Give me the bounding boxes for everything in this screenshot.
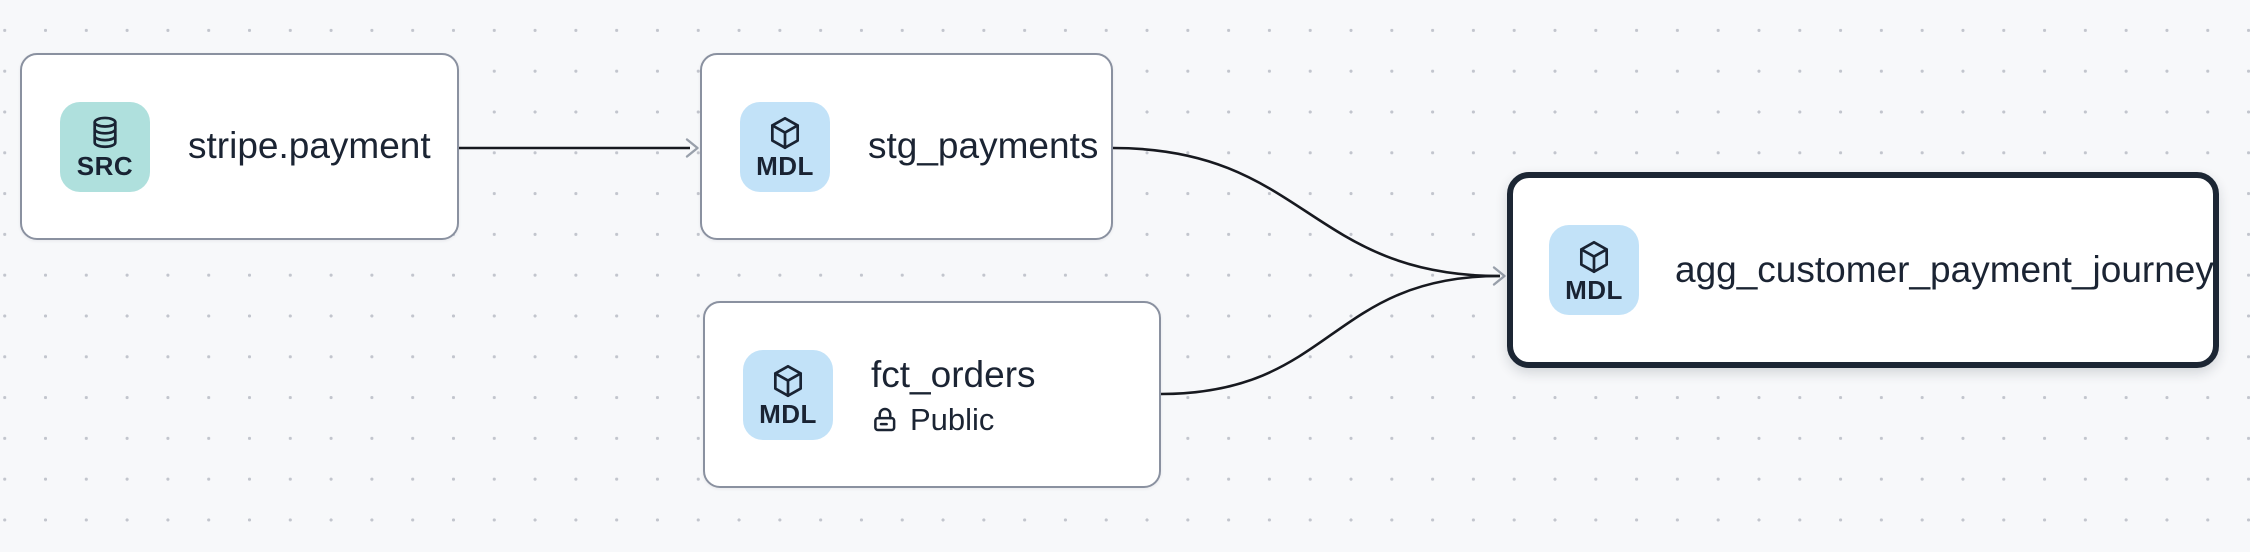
badge-label: MDL bbox=[756, 151, 814, 181]
edge-stg-payments-to-agg-customer-payment-journey[interactable] bbox=[1112, 146, 1501, 278]
source-badge: SRC bbox=[60, 101, 150, 192]
arrowhead-icon bbox=[1492, 266, 1506, 286]
node-stg-payments[interactable]: MDL stg_payments bbox=[700, 53, 1113, 240]
cube-icon bbox=[770, 116, 800, 150]
node-title: stripe.payment bbox=[188, 125, 431, 167]
node-title: stg_payments bbox=[868, 125, 1099, 167]
cube-icon bbox=[773, 364, 803, 398]
node-stripe-payment[interactable]: SRC stripe.payment bbox=[20, 53, 459, 240]
edge-fct-orders-to-agg-customer-payment-journey[interactable] bbox=[1160, 274, 1501, 396]
model-badge: MDL bbox=[1549, 225, 1639, 315]
badge-label: MDL bbox=[759, 399, 817, 429]
node-agg-customer-payment-journey[interactable]: MDL agg_customer_payment_journey bbox=[1507, 172, 2219, 368]
cube-icon bbox=[1579, 240, 1609, 273]
badge-label: MDL bbox=[1565, 274, 1623, 305]
model-badge: MDL bbox=[743, 349, 833, 440]
arrowhead-icon bbox=[685, 138, 699, 158]
model-badge: MDL bbox=[740, 101, 830, 192]
node-title: agg_customer_payment_journey bbox=[1675, 248, 2214, 290]
badge-label: SRC bbox=[76, 151, 134, 181]
access-label: Public bbox=[910, 402, 995, 438]
lock-open-icon bbox=[874, 407, 896, 432]
node-text: fct_orders Public bbox=[871, 354, 1036, 436]
node-title: fct_orders bbox=[871, 353, 1036, 395]
database-icon bbox=[93, 116, 117, 149]
node-fct-orders[interactable]: MDL fct_orders Public bbox=[703, 301, 1161, 488]
access-row: Public bbox=[871, 404, 1036, 435]
